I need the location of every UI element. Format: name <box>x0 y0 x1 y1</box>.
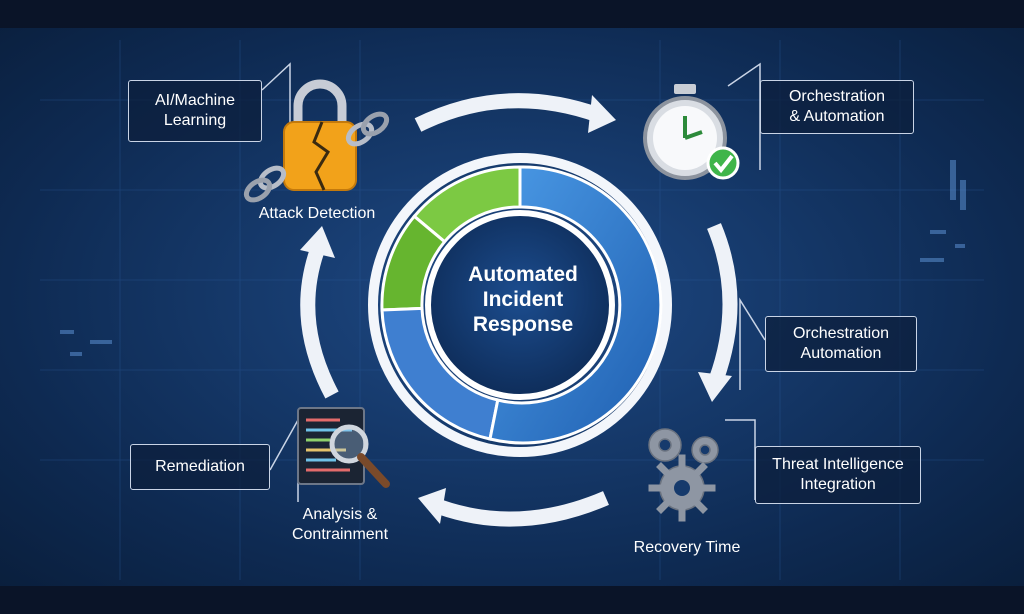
arrow-bottom <box>437 491 609 527</box>
caption-recovery-time: Recovery Time <box>633 539 741 556</box>
code-magnifier-icon <box>297 407 390 488</box>
box-ai-machine-learning: AI/Machine Learning <box>128 80 262 142</box>
cycle-arrows <box>300 93 738 527</box>
box-threat-intelligence-label: Threat Intelligence Integration <box>772 456 904 493</box>
stopwatch-check-icon <box>643 84 740 180</box>
circuit-dots <box>60 160 966 356</box>
arrow-left <box>300 245 339 399</box>
caption-analysis-containment: Analysis & Contrainment <box>291 506 389 543</box>
box-orchestration-automation-mid-label: Orchestration Automation <box>792 325 890 362</box>
arrow-top-head <box>588 95 616 133</box>
outer-ring <box>368 153 672 457</box>
caption-attack-detection: Attack Detection <box>258 205 376 222</box>
center-title: Automated Incident Response <box>468 263 578 336</box>
broken-padlock-chain-icon <box>243 79 390 203</box>
arrow-bottom-head <box>418 488 446 524</box>
box-remediation-label: Remediation <box>155 458 245 475</box>
ring-segment-blue-right <box>488 165 663 445</box>
arrow-top <box>414 93 601 132</box>
box-orchestration-automation-top: Orchestration & Automation <box>760 80 914 134</box>
progress-ring <box>380 165 663 445</box>
box-remediation: Remediation <box>130 444 270 490</box>
arrow-right-head <box>698 372 732 402</box>
ring-core <box>425 210 615 400</box>
box-ai-machine-learning-label: AI/Machine Learning <box>154 92 236 129</box>
box-threat-intelligence: Threat Intelligence Integration <box>755 446 921 504</box>
box-orchestration-automation-top-label: Orchestration & Automation <box>788 88 886 125</box>
arrow-right <box>707 223 738 383</box>
gears-icon <box>648 428 719 522</box>
box-orchestration-automation-mid: Orchestration Automation <box>765 316 917 372</box>
arrow-left-head <box>300 226 335 258</box>
